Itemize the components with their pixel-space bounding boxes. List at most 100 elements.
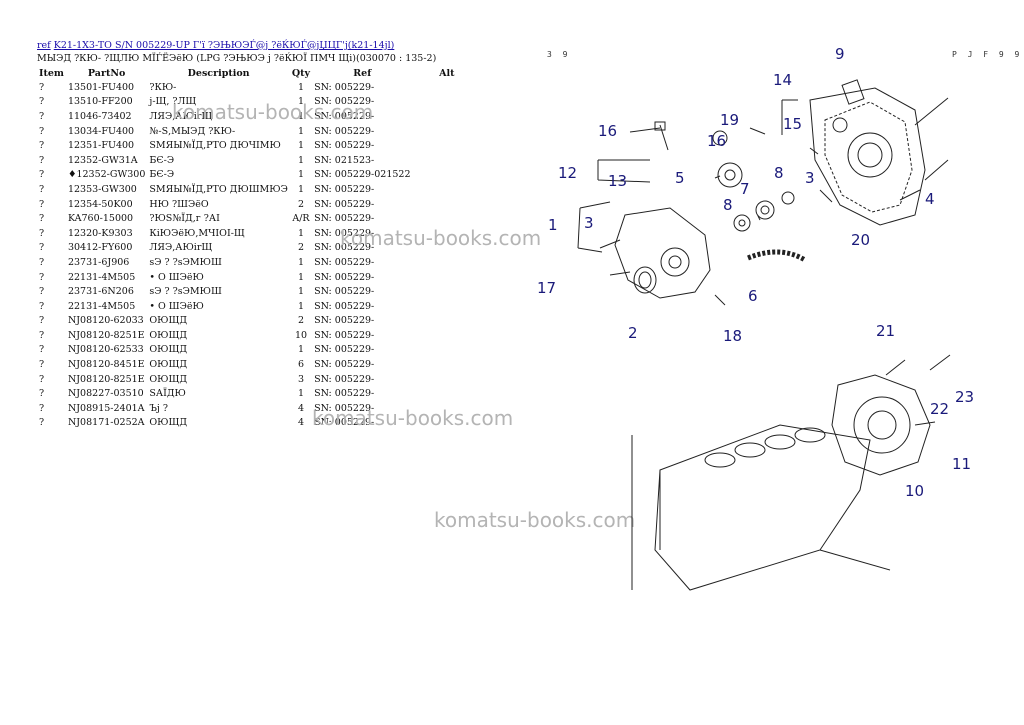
cell-ref: SN: 005229-021522 (314, 169, 411, 181)
cell-alt (413, 226, 457, 241)
cell-description: ЅАЇДЮ (149, 388, 186, 400)
callout-16: 16 (707, 132, 726, 150)
cell-partno: NJ08120-8451E (67, 359, 145, 371)
callout-18: 18 (723, 327, 742, 345)
cell-item: ? (39, 96, 45, 108)
cell-qty: 1 (297, 110, 304, 122)
cell-alt (413, 168, 457, 183)
diagram-corner-code-right: P J F 9 9 (952, 50, 1023, 59)
cell-qty: 1 (297, 300, 304, 312)
cell-ref: SN: 005229- (314, 96, 375, 108)
cell-description: • О ШЭёЮ (149, 300, 204, 312)
callout-2: 2 (628, 324, 638, 342)
col-partno: PartNo (87, 67, 126, 79)
cell-partno: 12352-GW31A (67, 154, 138, 166)
callout-14: 14 (773, 71, 792, 89)
callout-8: 8 (723, 196, 733, 214)
cell-ref: SN: 005229- (314, 315, 375, 327)
cell-ref: SN: 005229- (314, 402, 375, 414)
cell-ref: SN: 005229- (314, 213, 375, 225)
cell-alt (413, 386, 457, 401)
cell-qty: 1 (297, 183, 304, 195)
cell-item: ? (39, 227, 45, 239)
cell-alt (413, 255, 457, 270)
cell-ref: SN: 005229- (314, 300, 375, 312)
cell-description: ОЮЩД (149, 359, 188, 371)
ref-link[interactable]: ref (37, 40, 51, 51)
cell-alt (413, 80, 457, 95)
cell-item: ? (39, 242, 45, 254)
cell-ref: SN: 005229- (314, 81, 375, 93)
cell-partno: 22131-4M505 (67, 271, 136, 283)
cell-alt (413, 109, 457, 124)
cell-description: ОЮЩД (149, 417, 188, 429)
cell-qty: 4 (297, 417, 304, 429)
cell-description: ОЮЩД (149, 315, 188, 327)
cell-partno: NJ08171-0252A (67, 417, 145, 429)
cell-item: ? (39, 373, 45, 385)
cell-ref: SN: 005229- (314, 344, 375, 356)
cell-ref: SN: 005229- (314, 373, 375, 385)
callout-6: 6 (748, 287, 758, 305)
cell-ref: SN: 005229- (314, 359, 375, 371)
cell-alt (413, 138, 457, 153)
cell-description: НЮ ?ШЭёО (149, 198, 209, 210)
cell-description: ј-Щ, ?ЛЩ (149, 96, 197, 108)
cell-ref: SN: 005229- (314, 256, 375, 268)
cell-qty: 1 (297, 140, 304, 152)
model-title-link[interactable]: K21-1X3-TO S/N 005229-UP Г'ї ?ЭЊЮЭЃ@ј ?ё… (53, 40, 395, 51)
cell-partno: 13034-FU400 (67, 125, 135, 137)
cell-ref: SN: 005229- (314, 271, 375, 283)
callout-7: 7 (740, 180, 750, 198)
cell-alt (413, 211, 457, 226)
cell-description: ?ЮЅ№ЇД,г ?АІ (149, 213, 220, 225)
cell-partno: 12351-FU400 (67, 140, 135, 152)
cell-alt (413, 299, 457, 314)
cell-qty: 1 (297, 271, 304, 283)
cell-qty: A/R (292, 213, 310, 225)
cell-item: ? (39, 344, 45, 356)
cell-qty: 1 (297, 388, 304, 400)
cell-ref: SN: 005229- (314, 140, 375, 152)
cell-item: ? (39, 271, 45, 283)
cell-description: БЄ-Э (149, 154, 175, 166)
cell-item: ? (39, 388, 45, 400)
callout-4: 4 (925, 190, 935, 208)
callout-21: 21 (876, 322, 895, 340)
cell-ref: SN: 005229- (314, 198, 375, 210)
cell-item: ? (39, 417, 45, 429)
cell-qty: 1 (297, 125, 304, 137)
cell-ref: SN: 021523- (314, 154, 375, 166)
callout-3: 3 (805, 169, 815, 187)
cell-ref: SN: 005229- (314, 286, 375, 298)
cell-item: ? (39, 140, 45, 152)
cell-description: ОЮЩД (149, 373, 188, 385)
cell-partno: NJ08120-8251E (67, 373, 145, 385)
col-alt: Alt (439, 67, 455, 79)
cell-description: ЅМЯЫ№ЇД,РТО ДЮЧІМЮ (149, 140, 281, 152)
cell-item: ? (39, 256, 45, 268)
cell-qty: 6 (297, 359, 304, 371)
cell-description: Ъј ? (149, 402, 168, 414)
cell-partno: 23731-6J906 (67, 256, 130, 268)
cell-alt (413, 182, 457, 197)
cell-item: ? (39, 329, 45, 341)
cell-description: ЛЯЭ,АЮirЩ (149, 110, 213, 122)
cell-alt (413, 270, 457, 285)
cell-partno: 23731-6N206 (67, 286, 134, 298)
cell-alt (413, 284, 457, 299)
